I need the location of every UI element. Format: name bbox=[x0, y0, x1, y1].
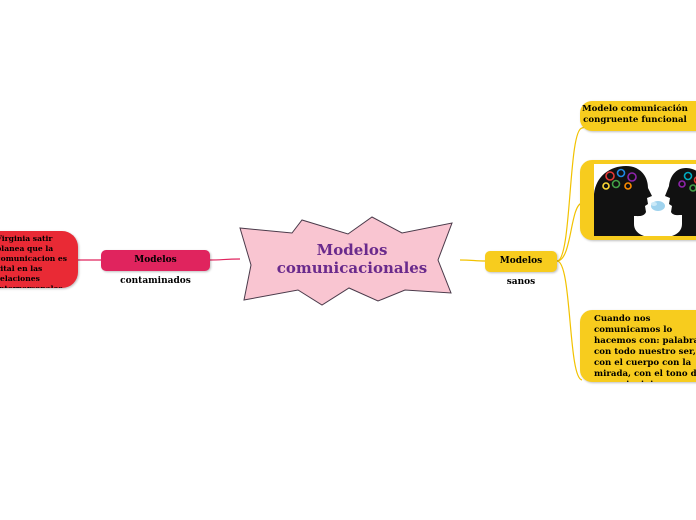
central-topic-title: Modelos comunicacionales bbox=[276, 241, 428, 277]
two-heads-communicating-image bbox=[594, 164, 696, 236]
central-topic-shape[interactable] bbox=[239, 216, 453, 306]
connector-sanos-to-bottom bbox=[556, 260, 583, 381]
heads-illustration bbox=[594, 166, 696, 236]
connector-sanos-to-image bbox=[556, 202, 583, 262]
connector-central-to-contaminados bbox=[209, 258, 241, 261]
topic-modelos-sanos[interactable]: Modelos sanos bbox=[485, 251, 557, 287]
left-note-virginia-satir[interactable]: Virginia satir planea que la comunicacio… bbox=[0, 231, 78, 288]
subtopic-cuando-nos-comunicamos[interactable]: Cuando nos comunicamos lo hacemos con: p… bbox=[580, 310, 696, 382]
topic-modelos-contaminados[interactable]: Modelos contaminados bbox=[101, 250, 210, 286]
subtopic-image-card[interactable] bbox=[580, 160, 696, 240]
connector-central-to-sanos bbox=[459, 259, 486, 262]
subtopic-modelo-congruente[interactable]: Modelo comunicación congruente funcional bbox=[580, 101, 696, 131]
